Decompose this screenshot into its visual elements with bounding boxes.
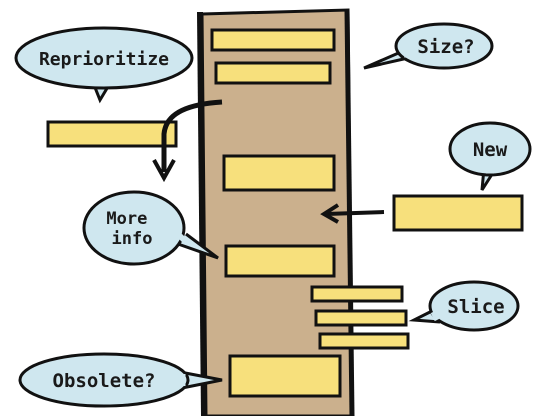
backlog-card-5 bbox=[230, 356, 340, 396]
backlog-column-left-edge bbox=[200, 12, 204, 416]
bubble-size-label: Size? bbox=[417, 36, 474, 58]
bubble-obsolete-label: Obsolete? bbox=[53, 370, 156, 392]
bubble-more-info-text-line2: info bbox=[112, 229, 153, 249]
bubble-new: New bbox=[450, 123, 530, 190]
backlog-card-4 bbox=[226, 246, 334, 276]
bubble-reprioritize-label: Reprioritize bbox=[39, 49, 169, 70]
new-card bbox=[394, 196, 522, 230]
reprioritized-card bbox=[48, 122, 176, 146]
bubble-size: Size? bbox=[364, 24, 492, 68]
slice-card-3 bbox=[320, 334, 408, 348]
slice-card-1 bbox=[312, 287, 402, 301]
bubble-more-info: More info bbox=[84, 192, 218, 264]
bubble-more-info-label: More info bbox=[106, 209, 157, 249]
bubble-obsolete: Obsolete? bbox=[20, 354, 222, 406]
bubble-more-info-text: More bbox=[106, 209, 147, 229]
backlog-card-1 bbox=[212, 30, 334, 50]
slice-card-2 bbox=[316, 311, 406, 325]
bubble-new-label: New bbox=[473, 139, 508, 161]
bubble-reprioritize: Reprioritize bbox=[16, 28, 192, 100]
bubble-slice: Slice bbox=[414, 282, 518, 330]
backlog-card-3 bbox=[224, 156, 334, 190]
backlog-card-2 bbox=[216, 63, 330, 83]
new-card-arrow bbox=[326, 212, 384, 214]
bubble-slice-label: Slice bbox=[447, 296, 504, 318]
